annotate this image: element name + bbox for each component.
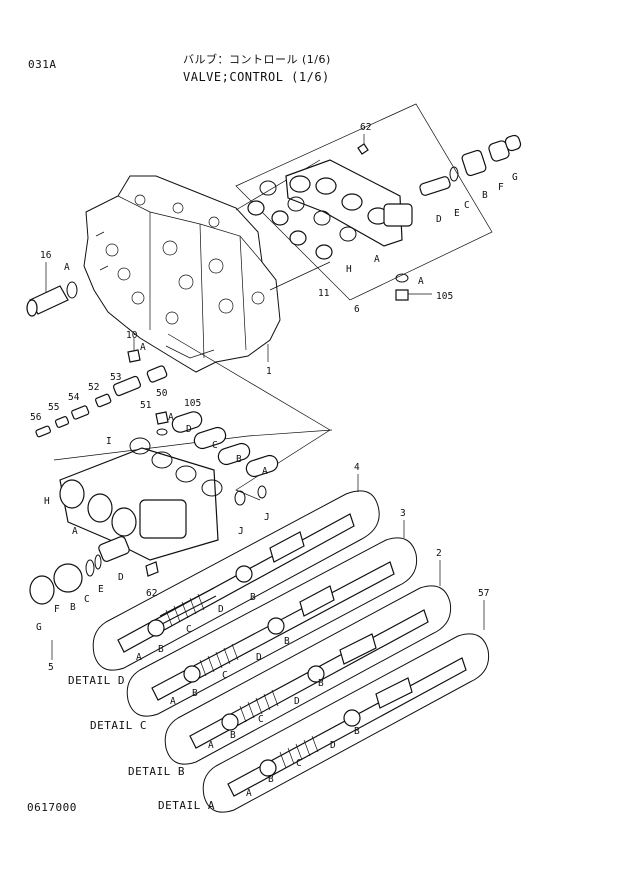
callout-h-left: H — [44, 496, 50, 507]
callout-i: I — [106, 436, 112, 447]
callout-h-upper: H — [346, 264, 352, 275]
callout-b-dc: B — [192, 688, 198, 699]
part-5: 5 — [48, 662, 54, 673]
part-2: 2 — [436, 548, 442, 559]
callout-c-db: C — [258, 714, 264, 725]
valve-body — [83, 175, 281, 373]
part-1: 1 — [266, 366, 272, 377]
callout-d-lower: D — [118, 572, 124, 583]
part-62-top: 62 — [360, 122, 371, 133]
callout-g-lower: G — [36, 622, 42, 633]
callout-e-lower: E — [98, 584, 104, 595]
spool-detail-a — [202, 633, 490, 813]
callout-a-da: A — [246, 788, 252, 799]
callout-c-capsule: C — [212, 440, 218, 451]
callout-a-16: A — [64, 262, 70, 273]
left-end-cover — [59, 447, 219, 561]
callout-f-lower: F — [54, 604, 60, 615]
part-62-bottom: 62 — [146, 588, 157, 599]
callout-j-1: J — [238, 526, 244, 537]
detail-d-label: DETAIL D — [68, 674, 125, 687]
part-105-right: 105 — [436, 291, 453, 302]
callout-a-105l: A — [168, 412, 174, 423]
callout-f-upper: F — [498, 182, 504, 193]
callout-b2-dd: B — [250, 592, 256, 603]
document-code: 0617000 — [27, 801, 77, 814]
detail-b-label: DETAIL B — [128, 765, 185, 778]
callout-a-capsule: A — [262, 466, 268, 477]
callout-b-lower: B — [70, 602, 76, 613]
callout-a-left: A — [72, 526, 78, 537]
detail-a-label: DETAIL A — [158, 799, 215, 812]
callout-b-capsule: B — [236, 454, 242, 465]
callout-b-da: B — [268, 774, 274, 785]
callout-e-upper: E — [454, 208, 460, 219]
callout-g-upper: G — [512, 172, 518, 183]
title-japanese: バルブ：コントロール (1/6) — [183, 53, 331, 66]
callout-c-lower: C — [84, 594, 90, 605]
part-55: 55 — [48, 402, 59, 413]
callout-b2-dc: B — [284, 636, 290, 647]
part-54: 54 — [68, 392, 80, 403]
part-53: 53 — [110, 372, 121, 383]
callout-c-upper: C — [464, 200, 470, 211]
callout-c-da: C — [296, 758, 302, 769]
part-50: 50 — [156, 388, 168, 399]
callout-d-dd: D — [218, 604, 224, 615]
callout-a-10: A — [140, 342, 146, 353]
spool-detail-b — [164, 585, 452, 765]
callout-d-db: D — [294, 696, 300, 707]
title-english: VALVE;CONTROL (1/6) — [183, 70, 330, 84]
part-16: 16 — [40, 250, 52, 261]
part-4: 4 — [354, 462, 360, 473]
callout-d-upper: D — [436, 214, 442, 225]
callout-a-db: A — [208, 740, 214, 751]
part-56: 56 — [30, 412, 42, 423]
callout-a-upper: A — [374, 254, 380, 265]
callout-a-dd: A — [136, 652, 142, 663]
callout-a-105: A — [418, 276, 424, 287]
callout-j-2: J — [264, 512, 270, 523]
callout-d-dc: D — [256, 652, 262, 663]
part-6: 6 — [354, 304, 360, 315]
callout-b-upper: B — [482, 190, 488, 201]
fitting-16 — [26, 262, 78, 317]
page-code: 031A — [28, 58, 57, 71]
callout-d-capsule: D — [186, 424, 192, 435]
part-105-left: 105 — [184, 398, 201, 409]
callout-d-da: D — [330, 740, 336, 751]
callout-c-dc: C — [222, 670, 228, 681]
callout-c-dd: C — [186, 624, 192, 635]
part-10: 10 — [126, 330, 138, 341]
callout-b2-da: B — [354, 726, 360, 737]
part-57: 57 — [478, 588, 489, 599]
callout-a-dc: A — [170, 696, 176, 707]
callout-b2-db: B — [318, 678, 324, 689]
detail-c-label: DETAIL C — [90, 719, 147, 732]
right-end-cover — [285, 159, 413, 247]
callout-b-dd: B — [158, 644, 164, 655]
part-11: 11 — [318, 288, 330, 299]
callout-b-db: B — [230, 730, 236, 741]
part-3: 3 — [400, 508, 406, 519]
spool-detail-d — [92, 490, 380, 671]
part-52: 52 — [88, 382, 99, 393]
part-51: 51 — [140, 400, 152, 411]
spool-detail-c — [126, 537, 418, 717]
